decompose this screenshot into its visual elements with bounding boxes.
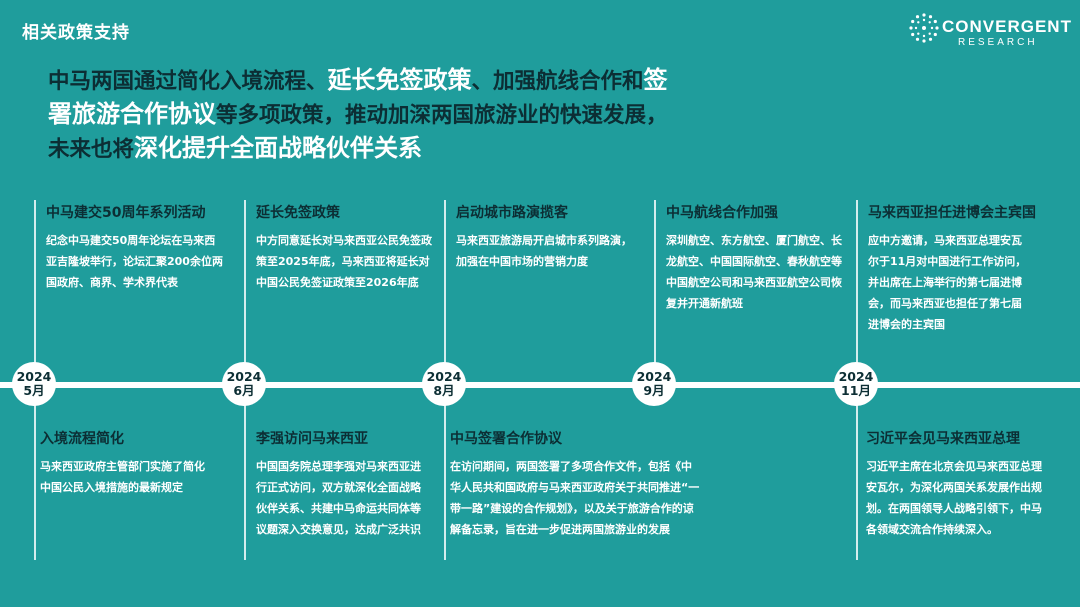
connector-line	[244, 200, 246, 367]
headline-segment: 、加强航线合作和	[471, 69, 644, 94]
event-card-bottom: 习近平会见马来西亚总理 习近平主席在北京会见马来西亚总理安瓦尔，为深化两国关系发…	[866, 430, 1042, 540]
event-title: 习近平会见马来西亚总理	[866, 431, 1020, 447]
connector-line	[444, 398, 446, 560]
event-body: 中国国务院总理李强对马来西亚进行正式访问，双方就深化全面战略伙伴关系、共建中马命…	[256, 460, 421, 536]
event-card-top: 中马航线合作加强 深圳航空、东方航空、厦门航空、长龙航空、中国国际航空、春秋航空…	[666, 204, 842, 314]
node-month: 6月	[233, 383, 255, 398]
connector-line	[856, 200, 858, 367]
event-title: 中马航线合作加强	[666, 205, 778, 221]
event-card-top: 中马建交50周年系列活动 纪念中马建交50周年论坛在马来西亚吉隆坡举行，论坛汇聚…	[46, 204, 226, 293]
event-title: 马来西亚担任进博会主宾国	[868, 205, 1036, 221]
node-year: 2024	[636, 369, 672, 384]
node-year: 2024	[838, 369, 874, 384]
page-title: 相关政策支持	[22, 23, 130, 43]
event-body: 马来西亚政府主管部门实施了简化中国公民入境措施的最新规定	[40, 460, 205, 494]
logo-mark-icon	[909, 13, 939, 43]
node-month: 9月	[643, 383, 665, 398]
event-card-top: 延长免签政策 中方同意延长对马来西亚公民免签政策至2025年底，马来西亚将延长对…	[256, 204, 432, 293]
event-title: 延长免签政策	[256, 205, 340, 221]
event-title: 入境流程简化	[40, 431, 124, 447]
event-title: 中马建交50周年系列活动	[46, 205, 206, 221]
event-body: 应中方邀请，马来西亚总理安瓦尔于11月对中国进行工作访问，并出席在上海举行的第七…	[868, 234, 1027, 331]
connector-line	[856, 398, 858, 560]
logo: CONVERGENT RESEARCH	[908, 12, 1071, 56]
headline: 中马两国通过简化入境流程、延长免签政策、加强航线合作和签署旅游合作协议等多项政策…	[48, 64, 688, 166]
event-body: 纪念中马建交50周年论坛在马来西亚吉隆坡举行，论坛汇聚200余位两国政府、商界、…	[46, 234, 223, 289]
node-year: 2024	[16, 369, 52, 384]
connector-line	[654, 200, 656, 367]
connector-line	[34, 398, 36, 560]
event-card-bottom: 李强访问马来西亚 中国国务院总理李强对马来西亚进行正式访问，双方就深化全面战略伙…	[256, 430, 426, 540]
event-body: 马来西亚旅游局开启城市系列路演，加强在中国市场的营销力度	[456, 234, 632, 268]
event-body: 中方同意延长对马来西亚公民免签政策至2025年底，马来西亚将延长对中国公民免签证…	[256, 234, 432, 289]
event-body: 深圳航空、东方航空、厦门航空、长龙航空、中国国际航空、春秋航空等中国航空公司和马…	[666, 234, 842, 310]
event-title: 李强访问马来西亚	[256, 431, 368, 447]
timeline-node-june: 2024 6月	[222, 362, 266, 406]
event-card-top: 启动城市路演揽客 马来西亚旅游局开启城市系列路演，加强在中国市场的营销力度	[456, 204, 632, 272]
timeline-axis	[0, 382, 1080, 388]
logo-subtitle: RESEARCH	[958, 37, 1038, 48]
event-card-bottom: 入境流程简化 马来西亚政府主管部门实施了简化中国公民入境措施的最新规定	[40, 430, 210, 498]
headline-highlight: 深化提升全面战略伙伴关系	[134, 134, 423, 162]
timeline-node-november: 2024 11月	[834, 362, 878, 406]
connector-line	[444, 200, 446, 367]
node-year: 2024	[226, 369, 262, 384]
timeline-node-september: 2024 9月	[632, 362, 676, 406]
headline-highlight: 签署旅游合作协议	[48, 66, 668, 128]
event-card-bottom: 中马签署合作协议 在访问期间，两国签署了多项合作文件，包括《中华人民共和国政府与…	[450, 430, 700, 540]
timeline-node-may: 2024 5月	[12, 362, 56, 406]
headline-segment: 中马两国通过简化入境流程、	[48, 69, 328, 94]
connector-line	[34, 200, 36, 367]
headline-segment: 等多项政策，推动加深两国旅游业的快速发展，未来也将	[48, 103, 668, 162]
timeline-node-august: 2024 8月	[422, 362, 466, 406]
logo-brand: CONVERGENT	[942, 17, 1072, 36]
event-card-top: 马来西亚担任进博会主宾国 应中方邀请，马来西亚总理安瓦尔于11月对中国进行工作访…	[868, 204, 1064, 335]
node-month: 8月	[433, 383, 455, 398]
node-month: 5月	[23, 383, 45, 398]
event-title: 启动城市路演揽客	[456, 205, 568, 221]
event-body: 在访问期间，两国签署了多项合作文件，包括《中华人民共和国政府与马来西亚政府关于共…	[450, 460, 700, 536]
event-title: 中马签署合作协议	[450, 431, 562, 447]
headline-highlight: 延长免签政策	[327, 66, 472, 94]
node-year: 2024	[426, 369, 462, 384]
connector-line	[244, 398, 246, 560]
event-body: 习近平主席在北京会见马来西亚总理安瓦尔，为深化两国关系发展作出规划。在两国领导人…	[866, 460, 1042, 536]
node-month: 11月	[841, 383, 871, 398]
